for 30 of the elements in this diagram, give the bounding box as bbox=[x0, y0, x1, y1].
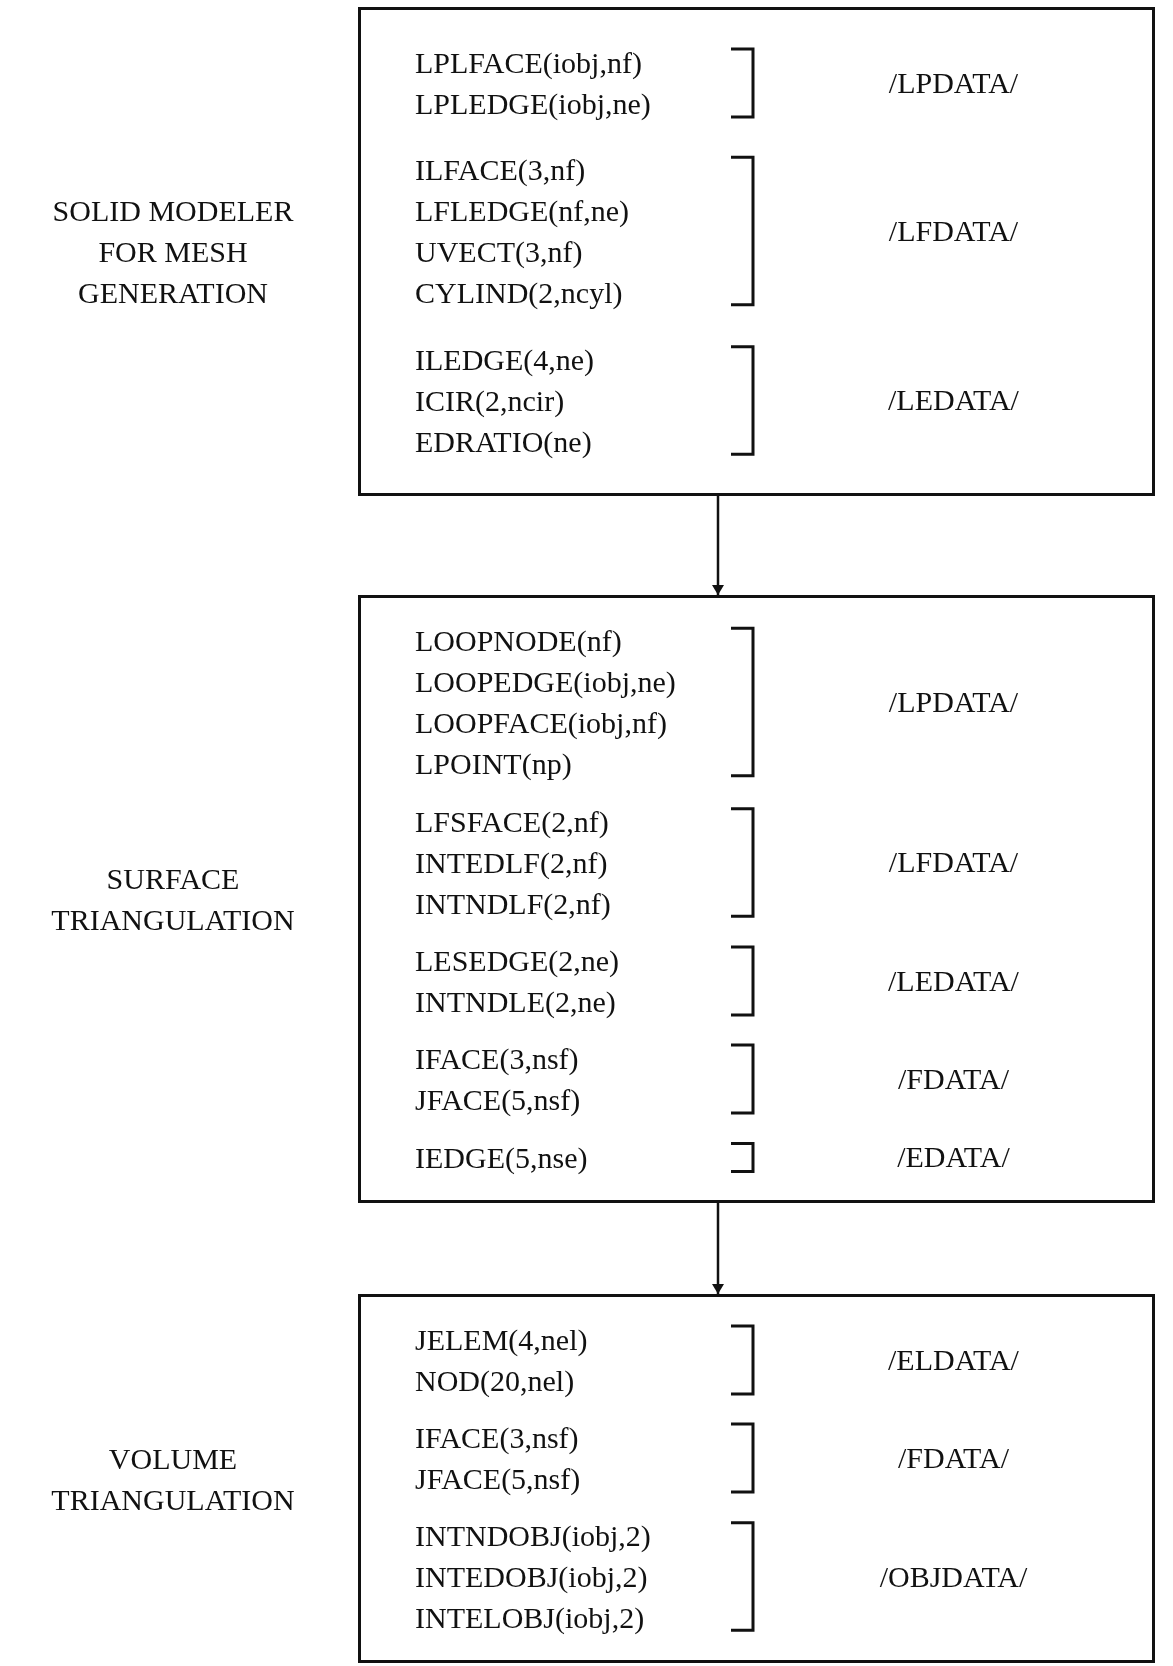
common-block-name: /LEDATA/ bbox=[888, 964, 1019, 998]
variable-list: ILFACE(3,nf) LFLEDGE(nf,ne) UVECT(3,nf) CYLIND(2,ncyl) bbox=[415, 149, 630, 313]
process-box bbox=[358, 1294, 1155, 1663]
common-block-name: /LEDATA/ bbox=[888, 383, 1019, 417]
common-block-name: /LPDATA/ bbox=[888, 685, 1019, 720]
variable-list: IFACE(3,nsf) JFACE(5,nsf) bbox=[415, 1038, 581, 1121]
variable-list: IEDGE(5,nse) bbox=[415, 1136, 588, 1178]
stage-label: SOLID MODELER FOR MESH GENERATION bbox=[51, 193, 295, 311]
common-block-name: /LFDATA/ bbox=[888, 214, 1019, 248]
variable-list: ILEDGE(4,ne) ICIR(2,ncir) EDRATIO(ne) bbox=[415, 338, 595, 462]
variable-list: LOOPNODE(nf) LOOPEDGE(iobj,ne) LOOPFACE(iobj,nf) LPOINT(np) bbox=[415, 620, 676, 785]
stage-label: SURFACE TRIANGULATION bbox=[50, 861, 296, 938]
common-block-name: /LPDATA/ bbox=[888, 65, 1019, 100]
variable-list: LESEDGE(2,ne) INTNDLE(2,ne) bbox=[415, 940, 620, 1022]
common-block-name: /ELDATA/ bbox=[888, 1343, 1019, 1377]
common-block-name: /OBJDATA/ bbox=[879, 1559, 1028, 1594]
arrow bbox=[712, 496, 724, 595]
arrow bbox=[712, 1203, 724, 1294]
variable-list: LPLFACE(iobj,nf) LPLEDGE(iobj,ne) bbox=[415, 41, 651, 124]
variable-list: IFACE(3,nsf) JFACE(5,nsf) bbox=[415, 1417, 581, 1499]
common-block-name: /FDATA/ bbox=[898, 1062, 1009, 1097]
process-box bbox=[358, 7, 1155, 496]
variable-list: LFSFACE(2,nf) INTEDLF(2,nf) INTNDLF(2,nf) bbox=[415, 800, 611, 924]
stage-label: VOLUME TRIANGULATION bbox=[50, 1440, 296, 1518]
process-box bbox=[358, 595, 1155, 1203]
variable-list: INTNDOBJ(iobj,2) INTEDOBJ(iobj,2) INTELOBJ(iobj,2) bbox=[415, 1515, 651, 1638]
common-block-name: /LFDATA/ bbox=[888, 845, 1019, 880]
variable-list: JELEM(4,nel) NOD(20,nel) bbox=[415, 1319, 588, 1401]
common-block-name: /EDATA/ bbox=[897, 1140, 1010, 1175]
common-block-name: /FDATA/ bbox=[898, 1441, 1009, 1475]
